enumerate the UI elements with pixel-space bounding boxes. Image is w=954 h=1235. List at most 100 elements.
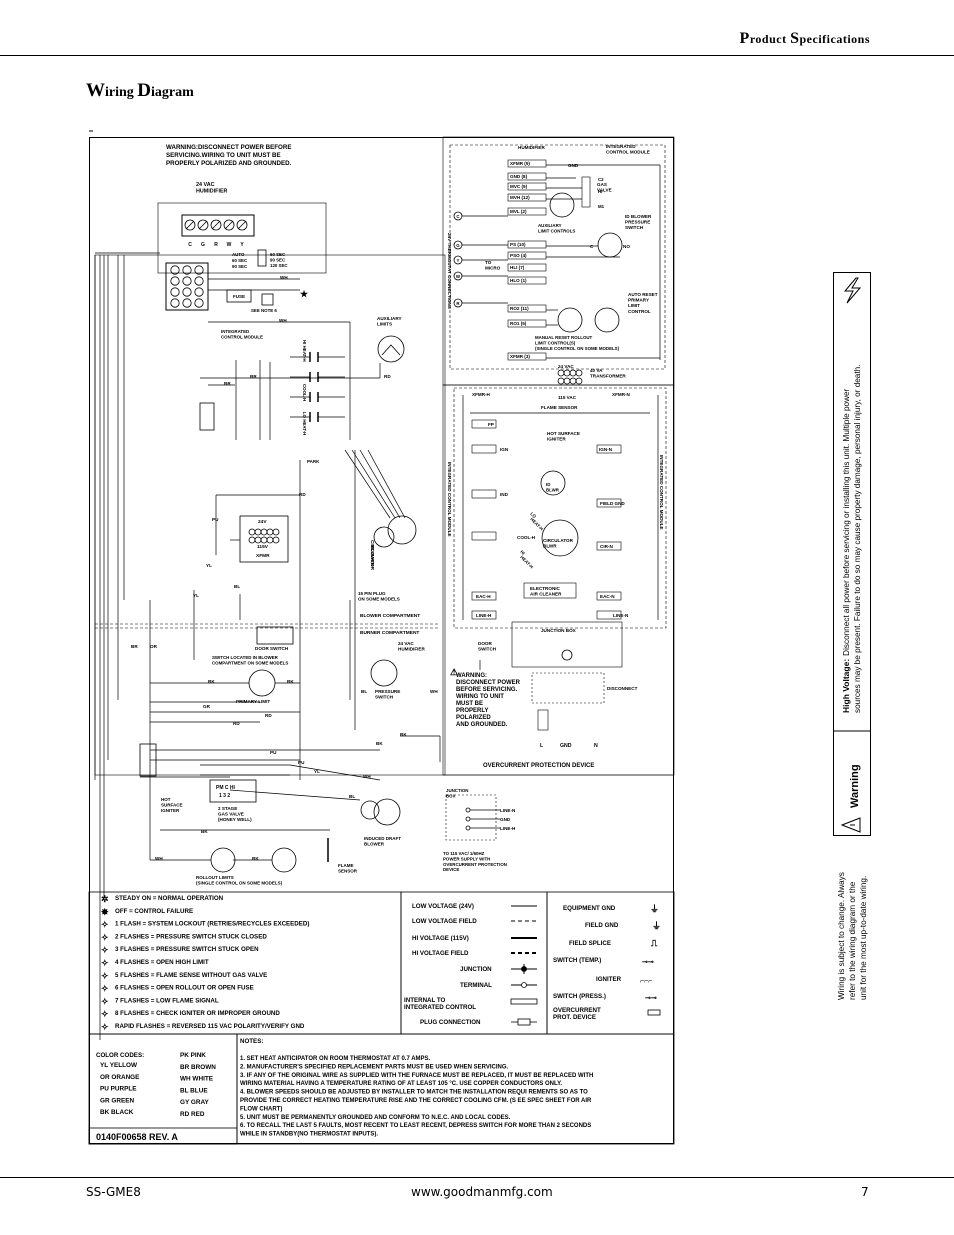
l-gnd-n-label: L [540, 743, 544, 749]
warning-rb-text: DISCONNECT POWER [456, 680, 521, 686]
diagnostic-led: ★ [300, 289, 309, 299]
terminal [465, 816, 471, 822]
transformer-coil [557, 369, 565, 377]
fault-code-text: 3 FLASHES = PRESSURE SWITCH STUCK OPEN [115, 946, 259, 953]
disconnect-box [531, 672, 605, 704]
hsi-rb-label: HOT SURFACE [547, 431, 580, 436]
pin-box [507, 159, 547, 168]
fault-code-text: RAPID FLASHES = REVERSED 115 VAC POLARIT… [115, 1023, 305, 1030]
pin-label: XFMR (3) [510, 354, 530, 359]
wire-color-tag: BK [201, 829, 208, 834]
note-line: 2. MANUFACTURER'S SPECIFIED REPLACEMENT … [240, 1064, 509, 1070]
aux-limit-top-label: LIMIT CONTROLS [538, 228, 575, 233]
xfmr-24v: 24V [258, 519, 267, 525]
line-legend-box [400, 891, 548, 1035]
ind-label: IND [500, 492, 509, 497]
rb-pin-box [471, 419, 497, 429]
pin-box [507, 263, 547, 272]
wire [289, 764, 381, 781]
coil [266, 528, 274, 536]
tstat-letter: R [456, 301, 460, 306]
primary-limit-label: PRIMARY LIMIT [236, 699, 270, 704]
aux-limits-label: LIMITS [377, 322, 392, 327]
wire-color-tag: WH [430, 689, 438, 694]
note-line: 4. BLOWER SPEEDS SHOULD BE ADJUSTED BY I… [240, 1090, 588, 1096]
gas-valve-pins: 1 3 2 [219, 793, 230, 799]
equipment-gnd-icon: ⏚ [650, 904, 659, 914]
footer-url[interactable]: www.goodmanmfg.com [411, 1185, 553, 1199]
note-line: 5. UNIT MUST BE PERMANENTLY GROUNDED AND… [240, 1115, 511, 1121]
screw-slot [237, 220, 247, 230]
led-flash-icon: ✧ [101, 984, 109, 994]
rb-pin-box [596, 444, 622, 454]
pin-label: MVH (12) [510, 195, 530, 200]
warning-rb-text: WIRING TO UNIT [456, 694, 504, 700]
limit-symbol [381, 344, 401, 356]
wire-color-tag: BR [224, 381, 231, 386]
warning-text-line1: High Voltage:Disconnect all power before… [841, 388, 851, 713]
connector-pin [182, 276, 192, 286]
transformer-coil [557, 377, 565, 385]
pin-label: PSO (4) [510, 253, 527, 258]
line-label: LINE-H [500, 826, 516, 831]
part-number: 0140F00658 REV. A [96, 1132, 178, 1142]
rb-pin-box [596, 498, 622, 508]
led-flash-icon: ✧ [101, 932, 109, 942]
wire-color-tag: PU [212, 517, 219, 522]
coil [254, 528, 262, 536]
coil [260, 536, 268, 544]
to-micro-label: TO [485, 260, 492, 265]
relay-label: HI HEAT-H [302, 340, 307, 362]
transformer-coil [569, 377, 577, 385]
note-line: 1. SET HEAT ANTICIPATOR ON ROOM THERMOST… [240, 1056, 431, 1062]
door-switch [256, 626, 294, 645]
screw-slot [211, 220, 221, 230]
color-code-left: OR ORANGE [100, 1074, 140, 1081]
terminal [465, 825, 471, 831]
line-label: GND [500, 817, 511, 822]
line-legend-label: TERMINAL [460, 982, 492, 989]
fp-label: FP [488, 422, 494, 427]
connector-pin [170, 287, 180, 297]
internal-symbol [510, 998, 538, 1005]
coil [272, 536, 280, 544]
symbol-legend-label: FIELD GND [585, 922, 619, 929]
wire [367, 449, 406, 519]
blower-compartment-label: BLOWER COMPARTMENT [360, 613, 420, 619]
wire-color-tag: OR [150, 644, 158, 649]
ign-n-label: IGN-N [599, 447, 613, 452]
timing-label: 60 SEC [232, 258, 248, 263]
fuse-rb [537, 709, 549, 731]
wire-color-tag: WH [279, 318, 287, 323]
tstat-letter: G [456, 243, 460, 248]
warning-rb-text: WARNING: [456, 673, 487, 679]
warning-title: Warning [849, 764, 861, 808]
aux-limits-label: AUXILIARY [377, 316, 402, 321]
color-code-right: GY GRAY [180, 1099, 210, 1106]
wire-color-tag: BR [250, 374, 257, 379]
warning-rb-text: AND GROUNDED. [456, 722, 508, 728]
wire-color-tag: GR [203, 704, 211, 709]
pin-box [507, 352, 547, 361]
rollout-top2 [557, 307, 583, 333]
section-title: Product Specifications [739, 30, 870, 47]
icm-vert-right: INTEGRATED CONTROL MODULE [659, 455, 664, 530]
door-switch-label: DOOR SWITCH [255, 646, 289, 651]
terminal-screw [184, 219, 196, 231]
rb-pin-box [471, 489, 497, 499]
l-gnd-n-label: GND [560, 743, 572, 749]
aux-limit-top [549, 192, 575, 218]
fault-code-text: 8 FLASHES = CHECK IGNITER OR IMPROPER GR… [115, 1010, 280, 1017]
timing-label: AUTO [232, 252, 245, 257]
gas-valve [209, 779, 257, 803]
wire-color-tag: RD [233, 721, 240, 726]
led-flash-icon: ✧ [101, 920, 109, 930]
color-code-left: BK BLACK [100, 1109, 134, 1116]
to115-label: OVERCURRENT PROTECTION [443, 862, 507, 867]
wire-color-tag: WH [280, 275, 288, 280]
to-micro-label: MICRO [485, 266, 501, 271]
led-flash-icon: ✧ [101, 1009, 109, 1019]
auto-reset-label: CONTROL [628, 309, 651, 314]
pressure-switch-label: PRESSURE [375, 689, 400, 694]
rollout-limit [271, 847, 297, 873]
